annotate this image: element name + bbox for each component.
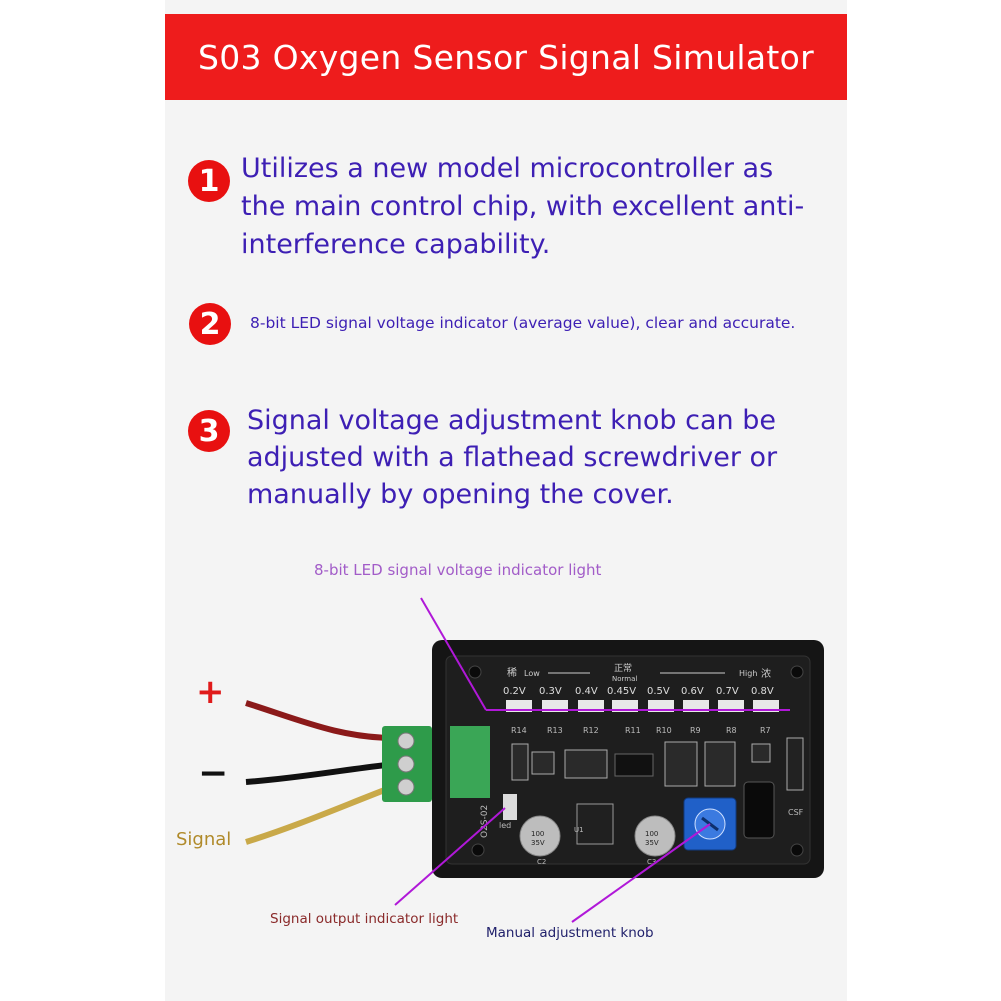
feature-1-badge: 1 (188, 160, 230, 202)
resistor-label-5: R10 (656, 726, 672, 735)
led-callout-line (420, 597, 487, 711)
title-banner: S03 Oxygen Sensor Signal Simulator (165, 14, 847, 100)
voltage-label-3: 0.4V (575, 686, 598, 697)
voltage-label-4: 0.45V (607, 686, 636, 697)
ic-chip (614, 753, 654, 777)
capacitor-c2 (519, 815, 561, 857)
header-pins (786, 737, 804, 791)
feature-1-text: Utilizes a new model microcontroller as … (241, 153, 805, 260)
resistor-label-2: R13 (547, 726, 563, 735)
black-wire (245, 761, 396, 785)
feature-2-text: 8-bit LED signal voltage indicator (aver… (250, 314, 796, 332)
normal-cn-label: 正常 (614, 662, 632, 674)
minus-label: − (198, 753, 229, 794)
resistor-label-8: R7 (760, 726, 771, 735)
led-silk-label: led (499, 821, 511, 830)
svg-text:100: 100 (531, 830, 544, 838)
signal-label: Signal (176, 829, 232, 850)
svg-text:100: 100 (645, 830, 658, 838)
plus-label: + (196, 672, 225, 712)
low-label: Low (524, 669, 540, 678)
high-label: High (739, 669, 757, 678)
resistor-label-7: R8 (726, 726, 737, 735)
feature-2-badge: 2 (189, 303, 231, 345)
knob-callout-text: Manual adjustment knob (486, 925, 654, 941)
c2-label: C2 (537, 858, 546, 866)
model-label: O2S-02 (480, 805, 490, 838)
resistor-label-3: R12 (583, 726, 599, 735)
feature-2: 2 8-bit LED signal voltage indicator (av… (186, 300, 836, 350)
resistor-label-6: R9 (690, 726, 701, 735)
signal-output-callout-text: Signal output indicator light (270, 911, 459, 927)
rich-label: 浓 (761, 668, 771, 680)
svg-text:35V: 35V (645, 839, 659, 847)
feature-3-badge: 3 (188, 410, 230, 452)
side-switch (743, 781, 775, 839)
normal-label: Normal (612, 675, 637, 683)
signal-wire (245, 783, 397, 845)
capacitor-c3 (634, 815, 676, 857)
feature-3-text: Signal voltage adjustment knob can be ad… (247, 405, 778, 510)
voltage-label-7: 0.7V (716, 686, 739, 697)
signal-led-callout-line (394, 807, 506, 906)
voltage-label-2: 0.3V (539, 686, 562, 697)
lean-label: 稀 (507, 666, 517, 679)
feature-3: 3 Signal voltage adjustment knob can be … (186, 400, 826, 520)
resistor-label-1: R14 (511, 726, 527, 735)
signal-led (503, 794, 517, 820)
resistor-label-4: R11 (625, 726, 641, 735)
voltage-label-8: 0.8V (751, 686, 774, 697)
led-callout-text: 8-bit LED signal voltage indicator light (314, 561, 602, 579)
svg-text:35V: 35V (531, 839, 545, 847)
c3-label: C3 (647, 858, 656, 866)
voltage-label-5: 0.5V (647, 686, 670, 697)
knob-callout-line (571, 823, 711, 923)
voltage-regulator (576, 803, 614, 845)
red-wire (245, 700, 396, 741)
voltage-label-6: 0.6V (681, 686, 704, 697)
u1-label: U1 (574, 826, 584, 834)
csf-label: CSF (788, 808, 804, 817)
voltage-label-1: 0.2V (503, 686, 526, 697)
page-title: S03 Oxygen Sensor Signal Simulator (197, 37, 815, 77)
feature-1: 1 Utilizes a new model microcontroller a… (186, 150, 826, 270)
